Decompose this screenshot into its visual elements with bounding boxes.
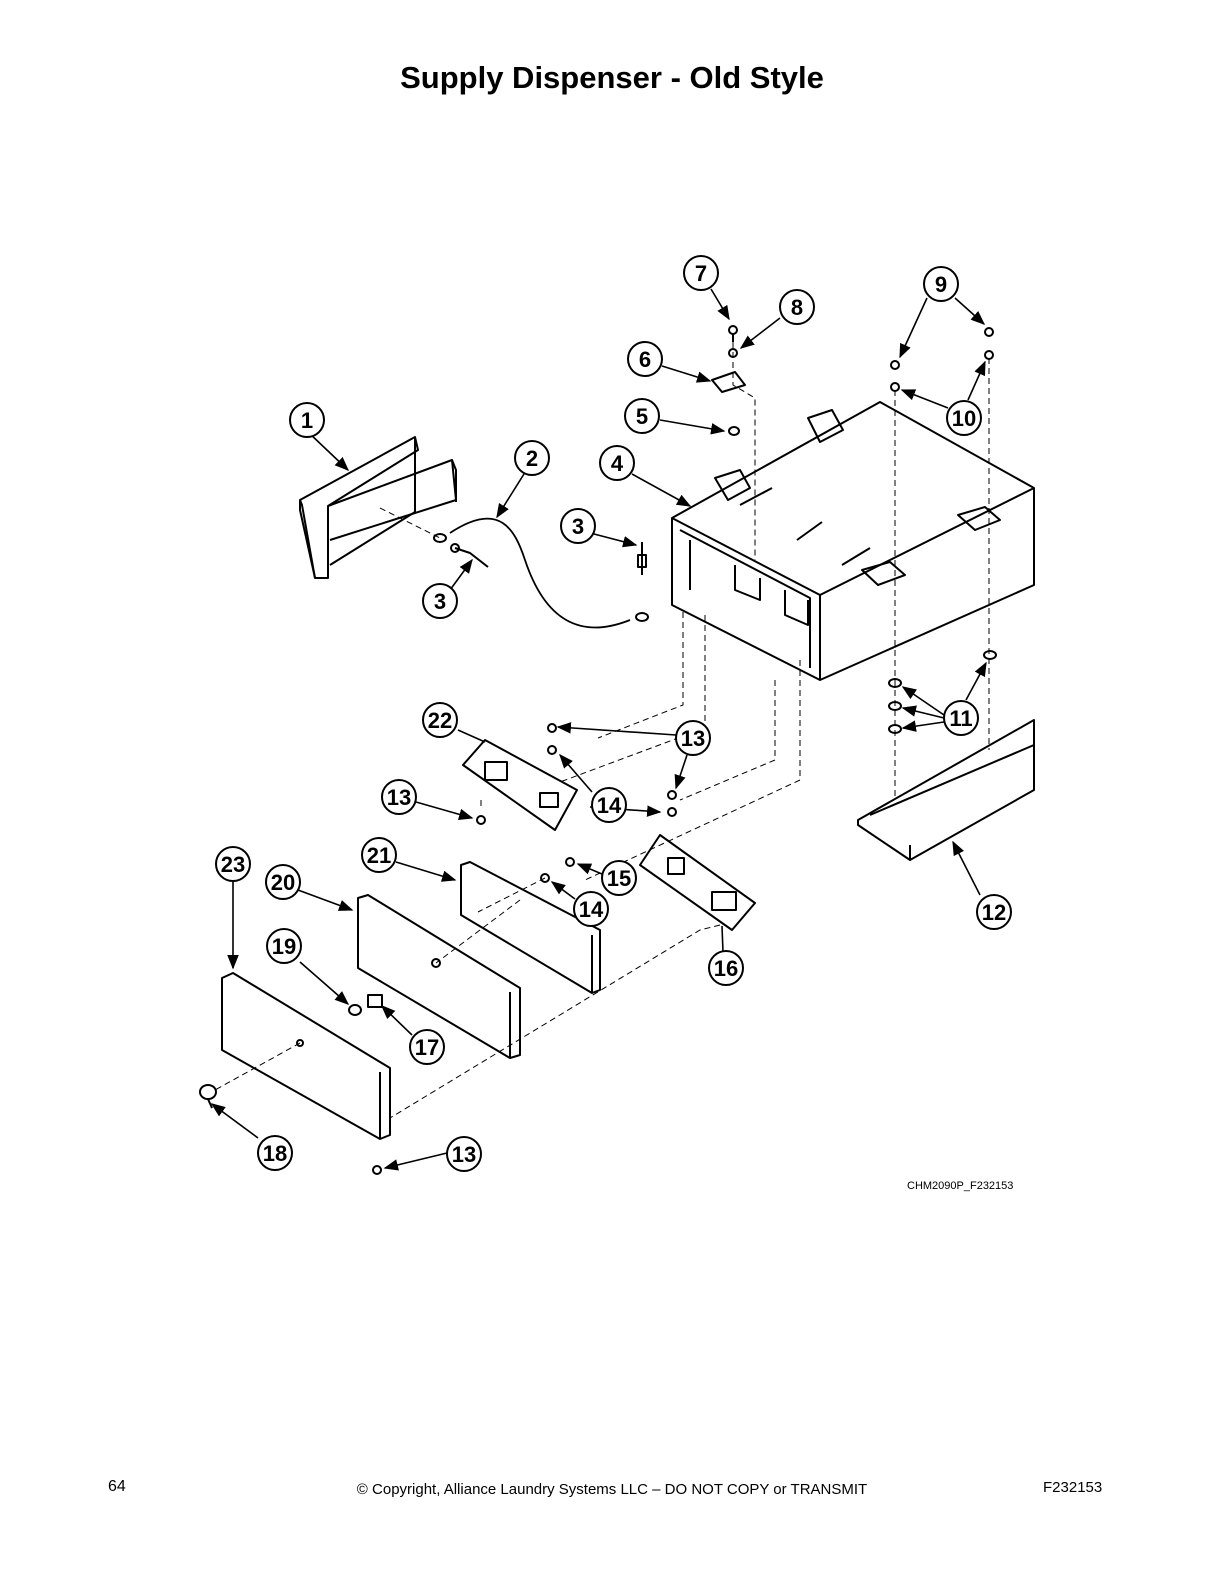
part-washer-14a: [547, 745, 557, 755]
part-nut-5: [728, 426, 740, 436]
callout-5: 5: [624, 398, 660, 434]
document-id: F232153: [1043, 1479, 1103, 1496]
callout-8: 8: [779, 289, 815, 325]
svg-text:7: 7: [695, 261, 707, 286]
svg-text:5: 5: [636, 404, 648, 429]
part-panel-20: [357, 894, 521, 1059]
callout-10: 10: [946, 400, 982, 436]
part-rivet-3a: [450, 543, 489, 568]
svg-text:14: 14: [597, 793, 622, 818]
callout-23: 23: [215, 846, 251, 882]
svg-text:2: 2: [526, 446, 538, 471]
svg-text:6: 6: [639, 347, 651, 372]
part-clip-6: [711, 371, 746, 393]
part-washer-11: [888, 650, 997, 734]
callout-3b: 3: [422, 583, 458, 619]
svg-text:16: 16: [714, 956, 738, 981]
svg-text:12: 12: [982, 900, 1006, 925]
callout-2: 2: [514, 440, 550, 476]
callout-12: 12: [976, 894, 1012, 930]
callout-15: 15: [601, 860, 637, 896]
callout-6: 6: [627, 341, 663, 377]
part-rivet-3b: [637, 542, 647, 575]
callout-19: 19: [266, 928, 302, 964]
callout-18: 18: [257, 1135, 293, 1171]
callout-14b: 14: [573, 891, 609, 927]
part-nut-19: [348, 1004, 362, 1016]
part-screw-9b: [984, 327, 994, 337]
svg-text:18: 18: [263, 1141, 287, 1166]
callout-11: 11: [943, 700, 979, 736]
svg-text:15: 15: [607, 866, 631, 891]
part-screw-7: [728, 325, 738, 342]
svg-text:14: 14: [579, 897, 604, 922]
svg-text:11: 11: [949, 706, 972, 731]
svg-text:3: 3: [434, 589, 446, 614]
svg-text:21: 21: [367, 843, 391, 868]
part-washer-14c: [540, 873, 550, 883]
part-housing-4: [671, 401, 1035, 681]
svg-text:13: 13: [452, 1142, 476, 1167]
part-latch-22: [462, 739, 578, 831]
svg-text:4: 4: [611, 451, 624, 476]
callout-3a: 3: [560, 508, 596, 544]
part-screw-13b: [667, 790, 677, 800]
figure-code: CHM2090P_F232153: [907, 1180, 1013, 1192]
callout-17: 17: [409, 1029, 445, 1065]
callout-13c: 13: [446, 1136, 482, 1172]
svg-text:13: 13: [387, 785, 411, 810]
svg-text:3: 3: [572, 514, 584, 539]
callout-13a: 13: [675, 720, 711, 756]
callout-13b: 13: [381, 779, 417, 815]
part-screw-9a: [890, 360, 900, 370]
svg-text:20: 20: [271, 870, 295, 895]
callout-20: 20: [265, 864, 301, 900]
leader-lines: [210, 288, 987, 1171]
svg-text:19: 19: [272, 934, 296, 959]
svg-text:23: 23: [221, 852, 245, 877]
page-number: 64: [108, 1478, 126, 1495]
part-screw-13c: [476, 815, 486, 825]
svg-text:1: 1: [301, 408, 313, 433]
svg-text:22: 22: [428, 708, 452, 733]
callout-7: 7: [683, 255, 719, 291]
svg-text:13: 13: [681, 726, 705, 751]
part-washer-14b: [667, 807, 677, 817]
page-title: Supply Dispenser - Old Style: [400, 60, 824, 95]
callouts: 1 2 3 3 4 5 6 7 8 9 10 11 12 13 13 13 14…: [215, 255, 1012, 1172]
svg-text:8: 8: [791, 295, 803, 320]
callout-4: 4: [599, 445, 635, 481]
part-channel-12: [857, 719, 1035, 861]
part-front-panel-23: [221, 972, 391, 1140]
part-washer-10b: [984, 350, 994, 360]
callout-21: 21: [361, 837, 397, 873]
part-screw-15: [565, 857, 575, 867]
part-panel-21: [460, 861, 601, 994]
part-cable-2: [433, 517, 649, 629]
callout-16: 16: [708, 950, 744, 986]
callout-14a: 14: [591, 787, 627, 823]
callout-9: 9: [923, 266, 959, 302]
callout-22: 22: [422, 702, 458, 738]
part-screw-17: [367, 994, 383, 1008]
callout-1: 1: [289, 402, 325, 438]
part-screw-13d: [372, 1165, 382, 1175]
copyright-notice: © Copyright, Alliance Laundry Systems LL…: [356, 1481, 868, 1498]
part-latch-16: [639, 834, 756, 931]
svg-text:17: 17: [415, 1035, 439, 1060]
part-screw-13a: [547, 723, 557, 733]
part-washer-10a: [890, 382, 900, 392]
svg-text:10: 10: [952, 406, 976, 431]
part-bracket-1: [299, 436, 457, 579]
svg-text:9: 9: [935, 272, 947, 297]
